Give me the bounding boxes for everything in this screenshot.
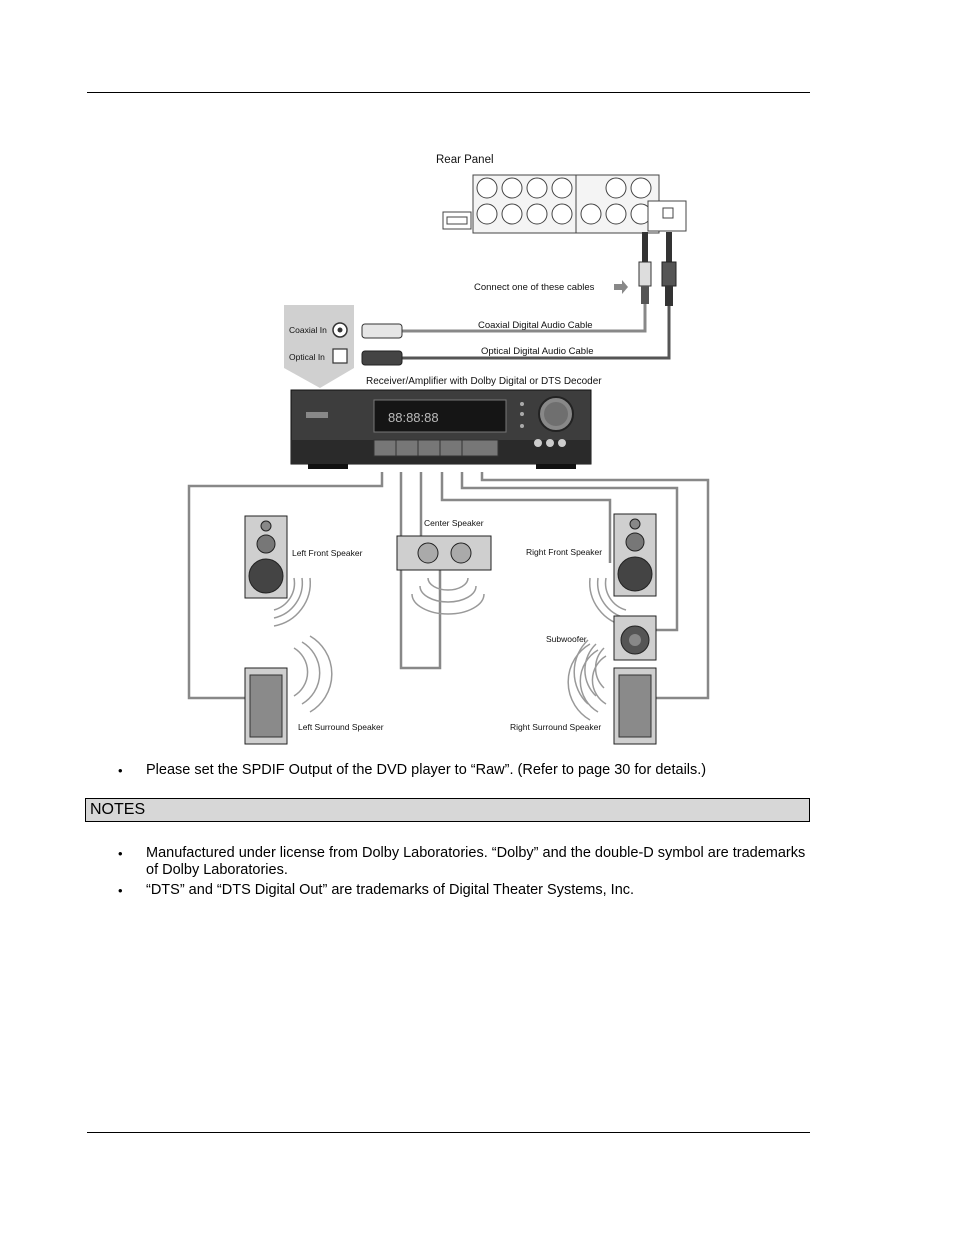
list-item: Please set the SPDIF Output of the DVD p… — [118, 762, 808, 779]
receiver: 88:88:88 — [290, 389, 592, 469]
subwoofer — [613, 615, 657, 661]
list-item: “DTS” and “DTS Digital Out” are trademar… — [118, 882, 808, 899]
footer-rule — [87, 1132, 810, 1133]
sound-wave-icon — [411, 577, 485, 615]
left-front-label: Left Front Speaker — [292, 548, 363, 558]
subwoofer-label: Subwoofer — [546, 634, 587, 644]
left-front-speaker — [244, 515, 288, 599]
optical-cable-label: Optical Digital Audio Cable — [481, 346, 593, 357]
center-label: Center Speaker — [424, 518, 484, 528]
optical-in-label: Optical In — [289, 352, 325, 362]
connection-diagram: Rear Panel Connect one of these cables C… — [187, 154, 710, 745]
right-front-label: Right Front Speaker — [526, 547, 602, 557]
sound-wave-icon — [293, 635, 333, 713]
right-front-speaker — [613, 513, 657, 597]
sound-wave-icon — [273, 577, 311, 627]
coaxial-cable-label: Coaxial Digital Audio Cable — [478, 320, 593, 331]
optical-plug — [661, 232, 677, 306]
notes-list: Manufactured under license from Dolby La… — [118, 845, 808, 902]
center-speaker — [396, 535, 492, 571]
sound-wave-icon — [573, 639, 605, 705]
list-item: Manufactured under license from Dolby La… — [118, 845, 808, 879]
rear-panel — [442, 174, 687, 234]
speaker-wires — [187, 472, 710, 700]
receiver-label: Receiver/Amplifier with Dolby Digital or… — [366, 376, 602, 387]
receiver-display: 88:88:88 — [388, 410, 439, 425]
rear-panel-label: Rear Panel — [436, 154, 494, 166]
header-rule — [87, 92, 810, 93]
connect-label: Connect one of these cables — [474, 282, 595, 293]
left-surround-speaker — [244, 667, 288, 745]
coaxial-in-label: Coaxial In — [289, 325, 327, 335]
right-surround-speaker — [613, 667, 657, 745]
optical-cable — [402, 306, 671, 360]
arrow-right-icon — [614, 280, 628, 294]
sound-wave-icon — [567, 643, 607, 721]
coaxial-plug — [638, 232, 652, 304]
notes-header: NOTES — [85, 798, 810, 822]
left-surround-label: Left Surround Speaker — [298, 722, 384, 732]
right-surround-label: Right Surround Speaker — [510, 722, 601, 732]
coaxial-cable — [402, 304, 647, 333]
instruction-list: Please set the SPDIF Output of the DVD p… — [118, 762, 808, 779]
input-callout — [284, 305, 354, 388]
